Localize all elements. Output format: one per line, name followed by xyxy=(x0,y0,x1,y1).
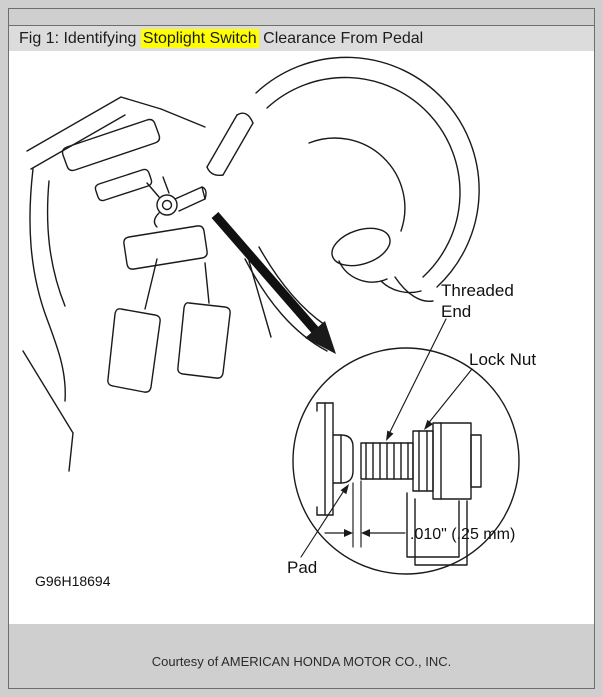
switch-body-shape xyxy=(432,422,482,500)
pointer-arrow xyxy=(211,212,336,354)
figure-title-bar: Fig 1: Identifying Stoplight Switch Clea… xyxy=(9,25,594,52)
steering-wheel-sketch xyxy=(255,56,480,302)
pad-leader xyxy=(300,488,346,558)
column-stalk-sketch xyxy=(206,112,254,177)
dashboard-sketch xyxy=(22,96,328,472)
stoplight-switch-drawing xyxy=(146,176,207,228)
figure-title-suffix: Clearance From Pedal xyxy=(258,30,424,47)
threaded-end-shape xyxy=(360,442,414,480)
threaded-end-label-line1: Threaded xyxy=(441,281,514,300)
clearance-dimension xyxy=(324,480,406,548)
pad-label: Pad xyxy=(287,558,317,577)
diagram-svg: Threaded End Lock Nut Pad .010" (.25 mm)… xyxy=(22,56,536,589)
threaded-end-leader xyxy=(388,318,447,435)
clearance-label: .010" (.25 mm) xyxy=(410,526,515,543)
footer: Courtesy of AMERICAN HONDA MOTOR CO., IN… xyxy=(9,624,594,688)
figure-title-highlight: Stoplight Switch xyxy=(140,29,259,48)
threaded-end-label-line2: End xyxy=(441,302,471,321)
figure-title-prefix: Fig 1: Identifying xyxy=(19,30,141,47)
mounting-bracket-shape xyxy=(406,492,468,566)
pedal-bracket-shape xyxy=(316,402,334,516)
lock-nut-shape xyxy=(412,430,434,492)
detail-circle xyxy=(292,347,520,575)
lock-nut-leader xyxy=(426,368,473,426)
switch-cross-section xyxy=(316,402,482,566)
pedals-sketch xyxy=(107,258,231,393)
lock-nut-label: Lock Nut xyxy=(469,350,536,369)
callout-leaders xyxy=(300,318,473,558)
courtesy-text: Courtesy of AMERICAN HONDA MOTOR CO., IN… xyxy=(151,654,452,669)
pad-shape xyxy=(332,434,354,484)
figure-code-label: G96H18694 xyxy=(35,573,111,589)
figure-frame: Fig 1: Identifying Stoplight Switch Clea… xyxy=(8,8,595,689)
diagram-canvas: Threaded End Lock Nut Pad .010" (.25 mm)… xyxy=(9,51,594,624)
